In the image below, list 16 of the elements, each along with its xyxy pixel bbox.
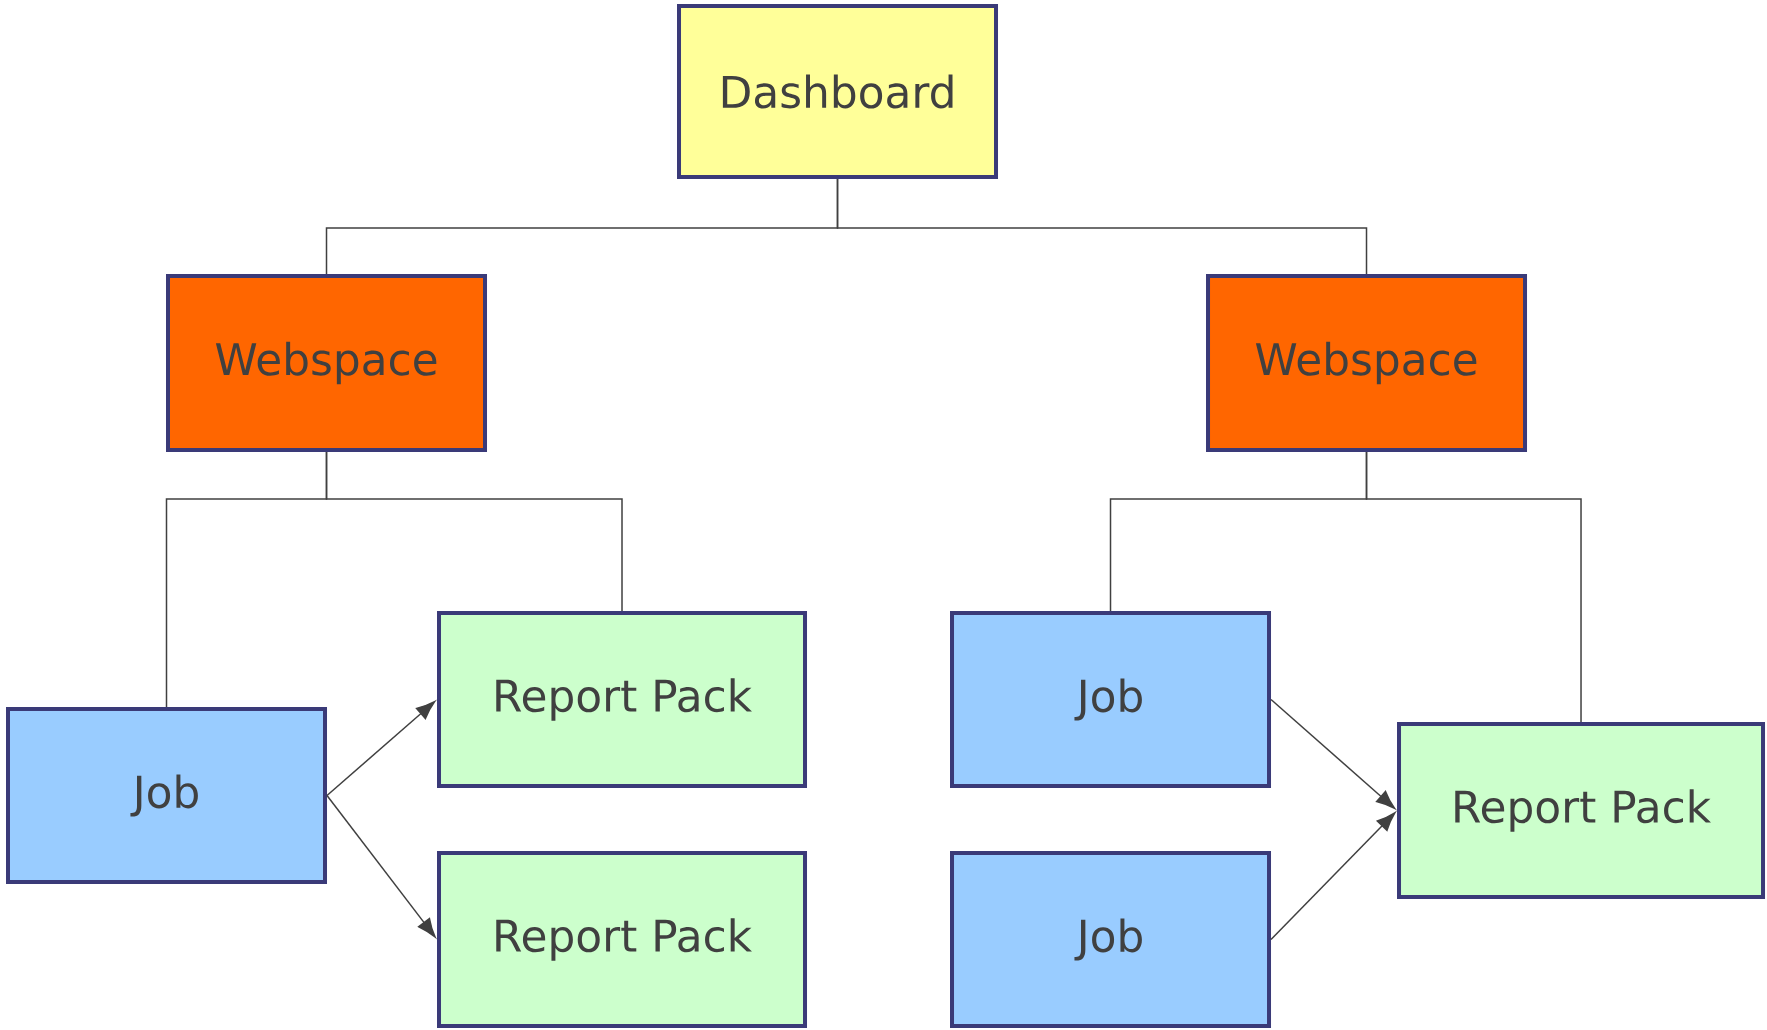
report-pack-box: Report Pack [1397, 722, 1765, 899]
arrow [1270, 812, 1396, 941]
job-box: Job [950, 611, 1271, 788]
arrow [1270, 698, 1396, 810]
webspace-box: Webspace [166, 274, 487, 452]
job-box: Job [6, 707, 327, 884]
connector-line [836, 178, 1368, 275]
connector-line [325, 451, 623, 612]
webspace-box: Webspace [1206, 274, 1527, 452]
report-pack-box: Report Pack [437, 851, 807, 1028]
arrow [326, 700, 436, 797]
job-box: Job [950, 851, 1271, 1028]
dashboard-box: Dashboard [677, 4, 998, 179]
report-pack-box: Report Pack [437, 611, 807, 788]
connector-line [1365, 451, 1582, 723]
arrow [326, 794, 436, 938]
